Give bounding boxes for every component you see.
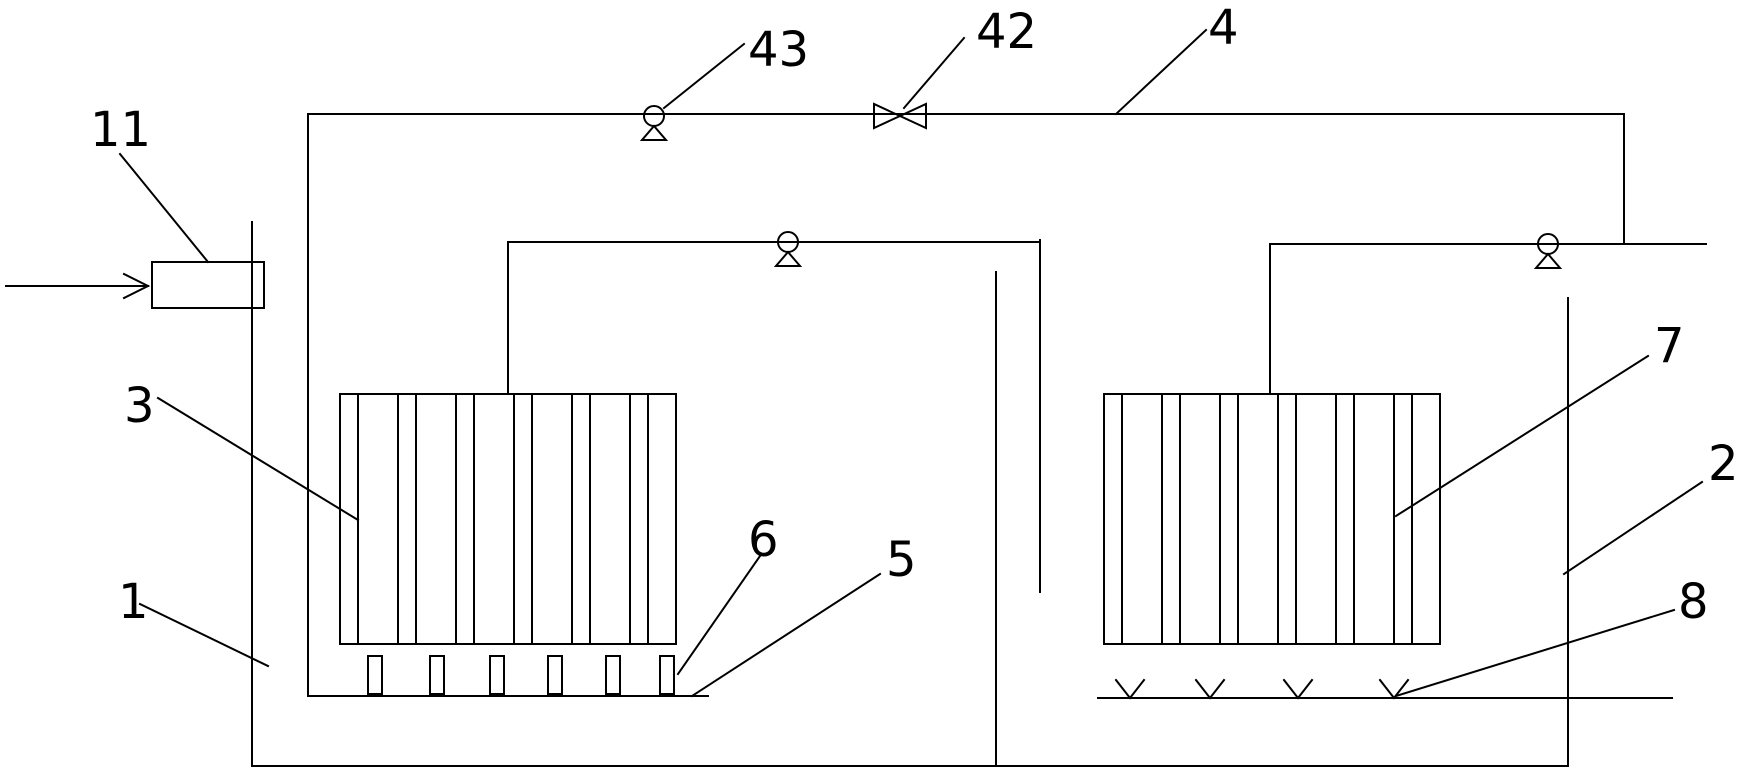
inlet-device bbox=[5, 261, 265, 309]
label-return-pipe: 4 bbox=[1208, 0, 1239, 56]
label-aerators: 6 bbox=[748, 512, 779, 568]
label-membrane-right: 7 bbox=[1654, 318, 1685, 374]
label-tank-left: 1 bbox=[118, 574, 149, 630]
suction-pipe-left bbox=[507, 241, 1041, 395]
pump-icon bbox=[639, 105, 669, 141]
labels: 11 3 1 43 42 4 6 5 7 2 8 bbox=[90, 0, 1739, 630]
label-valve: 42 bbox=[976, 4, 1037, 60]
valve-icon bbox=[873, 102, 927, 130]
label-diffusers: 8 bbox=[1678, 574, 1709, 630]
pump-icon bbox=[773, 231, 803, 267]
diffusers bbox=[1114, 678, 1410, 700]
suction-pipe-right bbox=[1269, 243, 1707, 395]
label-pump: 43 bbox=[748, 22, 809, 78]
leader-lines bbox=[118, 28, 1704, 698]
label-tank-right: 2 bbox=[1708, 436, 1739, 492]
label-aeration-pipe: 5 bbox=[886, 532, 917, 588]
membrane-module-left bbox=[339, 393, 677, 645]
membrane-module-right bbox=[1103, 393, 1441, 645]
pump-icon bbox=[1533, 233, 1563, 269]
return-pipe bbox=[307, 113, 1625, 697]
tank-walls bbox=[251, 221, 1569, 767]
label-membrane-left: 3 bbox=[124, 378, 155, 434]
aerators bbox=[367, 655, 675, 695]
label-inlet: 11 bbox=[90, 102, 151, 158]
